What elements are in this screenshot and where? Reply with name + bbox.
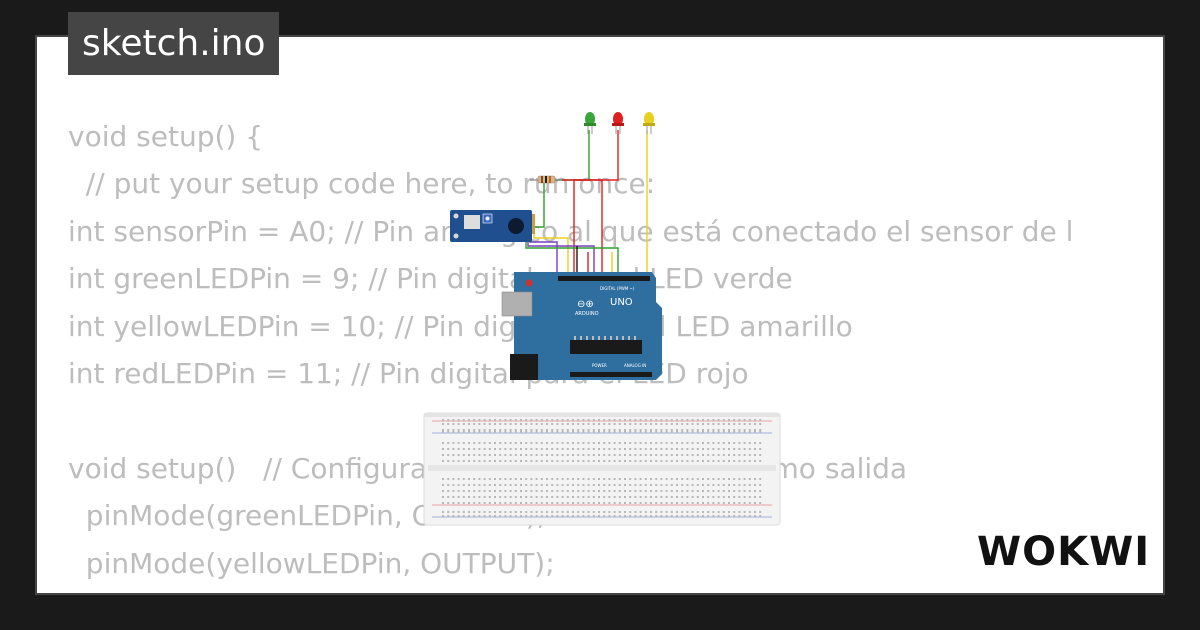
board-brand-label: ARDUINO — [575, 311, 599, 317]
wokwi-logo: WOKWI — [977, 529, 1150, 575]
sketch-title-badge: sketch.ino — [68, 12, 280, 75]
code-line: int yellowLEDPin = 10; // Pin digital pa… — [68, 309, 853, 343]
code-line: void setup() { — [68, 120, 264, 153]
light-sensor-module[interactable] — [450, 210, 535, 242]
resistor[interactable] — [530, 175, 562, 184]
breadboard[interactable] — [423, 412, 781, 526]
code-line: int greenLEDPin = 9; // Pin digital para… — [68, 262, 793, 296]
analog-pins-label: ANALOG IN — [624, 363, 646, 368]
arduino-logo-icon: ⊖⊕ — [577, 299, 594, 310]
digital-pins-label: DIGITAL (PWM ~) — [600, 286, 635, 291]
led-yellow[interactable] — [643, 112, 655, 134]
wokwi-logo-text: WOKWI — [977, 529, 1150, 575]
led-green[interactable] — [584, 112, 596, 134]
code-line: int sensorPin = A0; // Pin analógico al … — [68, 214, 1074, 248]
led-red[interactable] — [612, 112, 624, 134]
arduino-uno-board[interactable]: ⊖⊕ UNO ARDUINO DIGITAL (PWM ~) ANALOG IN… — [501, 272, 662, 380]
code-line: pinMode(yellowLEDPin, OUTPUT); — [68, 546, 555, 580]
code-line: // put your setup code here, to run once… — [68, 167, 656, 201]
board-model-label: UNO — [610, 297, 633, 308]
code-preview: void setup() { // put your setup code he… — [68, 113, 1074, 593]
preview-card: void setup() { // put your setup code he… — [35, 35, 1165, 595]
power-pins-label: POWER — [592, 363, 607, 368]
circuit-diagram: ⊖⊕ UNO ARDUINO DIGITAL (PWM ~) ANALOG IN… — [423, 112, 781, 526]
